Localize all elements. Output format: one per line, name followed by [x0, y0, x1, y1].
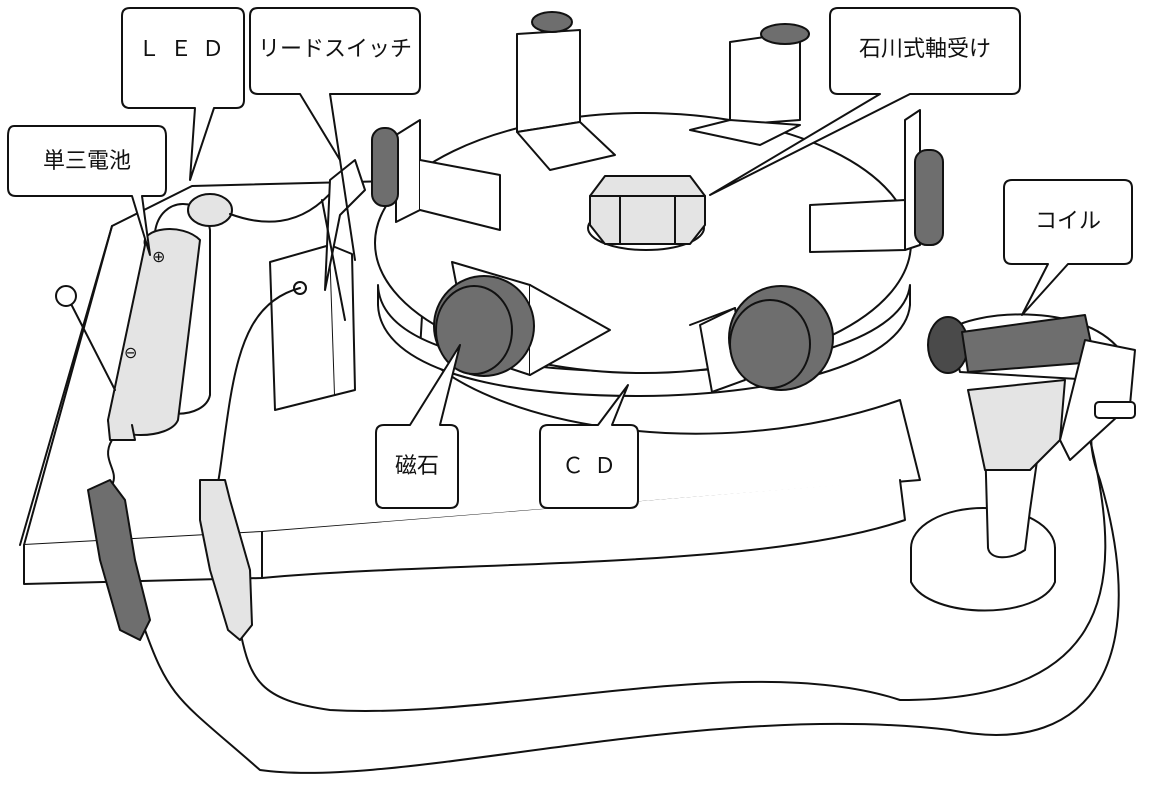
bearing-nut	[587, 175, 706, 251]
label-bearing: 石川式軸受け	[859, 37, 991, 62]
svg-text:⊕: ⊕	[152, 247, 165, 266]
battery-holder: ⊕ ⊖	[107, 203, 211, 441]
label-battery: 単三電池	[43, 149, 131, 174]
callout-led: ＬＥＤ	[121, 7, 245, 181]
callout-cd: ＣＤ	[539, 384, 639, 509]
label-cd: ＣＤ	[562, 454, 626, 479]
svg-text:⊖: ⊖	[124, 343, 137, 362]
callout-bearing: 石川式軸受け	[709, 7, 1021, 196]
rotor-paddles	[371, 11, 944, 393]
base-board	[19, 179, 921, 585]
label-magnet: 磁石	[395, 454, 439, 479]
reed-switch-block	[269, 159, 366, 411]
led	[187, 187, 336, 227]
wires	[107, 287, 1120, 774]
callout-battery: 単三電池	[7, 125, 167, 256]
lever	[55, 285, 116, 391]
callout-magnet: 磁石	[375, 344, 461, 509]
label-coil: コイル	[1035, 209, 1101, 234]
callout-reed-switch: リードスイッチ	[249, 7, 421, 161]
label-reed-switch: リードスイッチ	[258, 37, 412, 62]
alligator-clip-right	[199, 479, 253, 641]
label-led: ＬＥＤ	[138, 37, 234, 62]
callout-coil: コイル	[1003, 179, 1133, 316]
alligator-clip-left	[87, 479, 151, 641]
coil-assembly	[910, 313, 1136, 612]
